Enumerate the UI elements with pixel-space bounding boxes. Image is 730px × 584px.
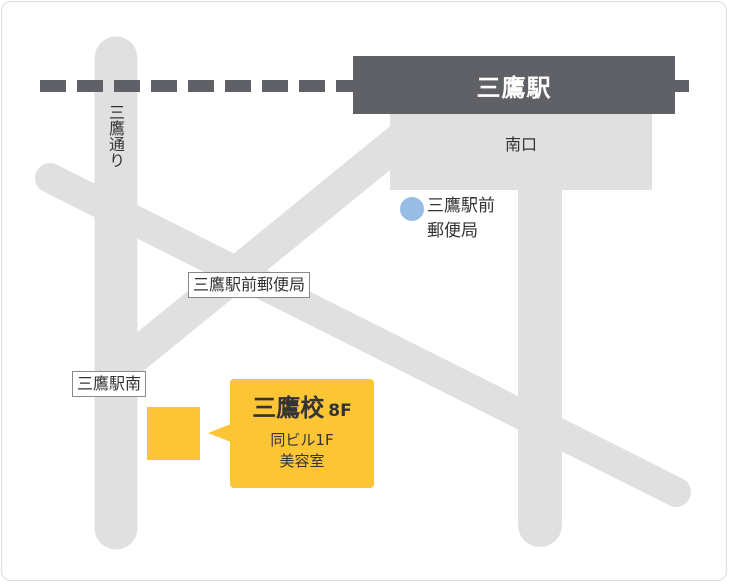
post-office-marker-icon xyxy=(400,197,424,221)
street-label-mitaka-dori: 三鷹通り xyxy=(106,104,125,168)
post-office-line2: 郵便局 xyxy=(427,221,478,241)
school-note-line2: 美容室 xyxy=(279,452,325,470)
station-name: 三鷹駅 xyxy=(476,73,552,102)
school-floor: 8F xyxy=(328,401,352,421)
south-exit-label: 南口 xyxy=(505,135,538,154)
school-location-marker xyxy=(147,407,200,460)
school-name: 三鷹校 xyxy=(252,394,325,422)
post-office-line1: 三鷹駅前 xyxy=(427,196,495,216)
intersection-label-station-south: 三鷹駅南 xyxy=(72,371,147,397)
station-mitaka: 三鷹駅 xyxy=(353,56,675,114)
callout-pointer xyxy=(208,424,231,442)
post-office-label: 三鷹駅前 郵便局 xyxy=(427,194,495,244)
road-diagonal-short xyxy=(113,123,417,377)
school-note-line1: 同ビル1F xyxy=(270,431,334,449)
intersection-label-post-office: 三鷹駅前郵便局 xyxy=(188,272,311,298)
station-plaza xyxy=(390,112,652,190)
road-diagonal-long xyxy=(35,163,691,507)
school-note: 同ビル1F 美容室 xyxy=(230,430,374,472)
